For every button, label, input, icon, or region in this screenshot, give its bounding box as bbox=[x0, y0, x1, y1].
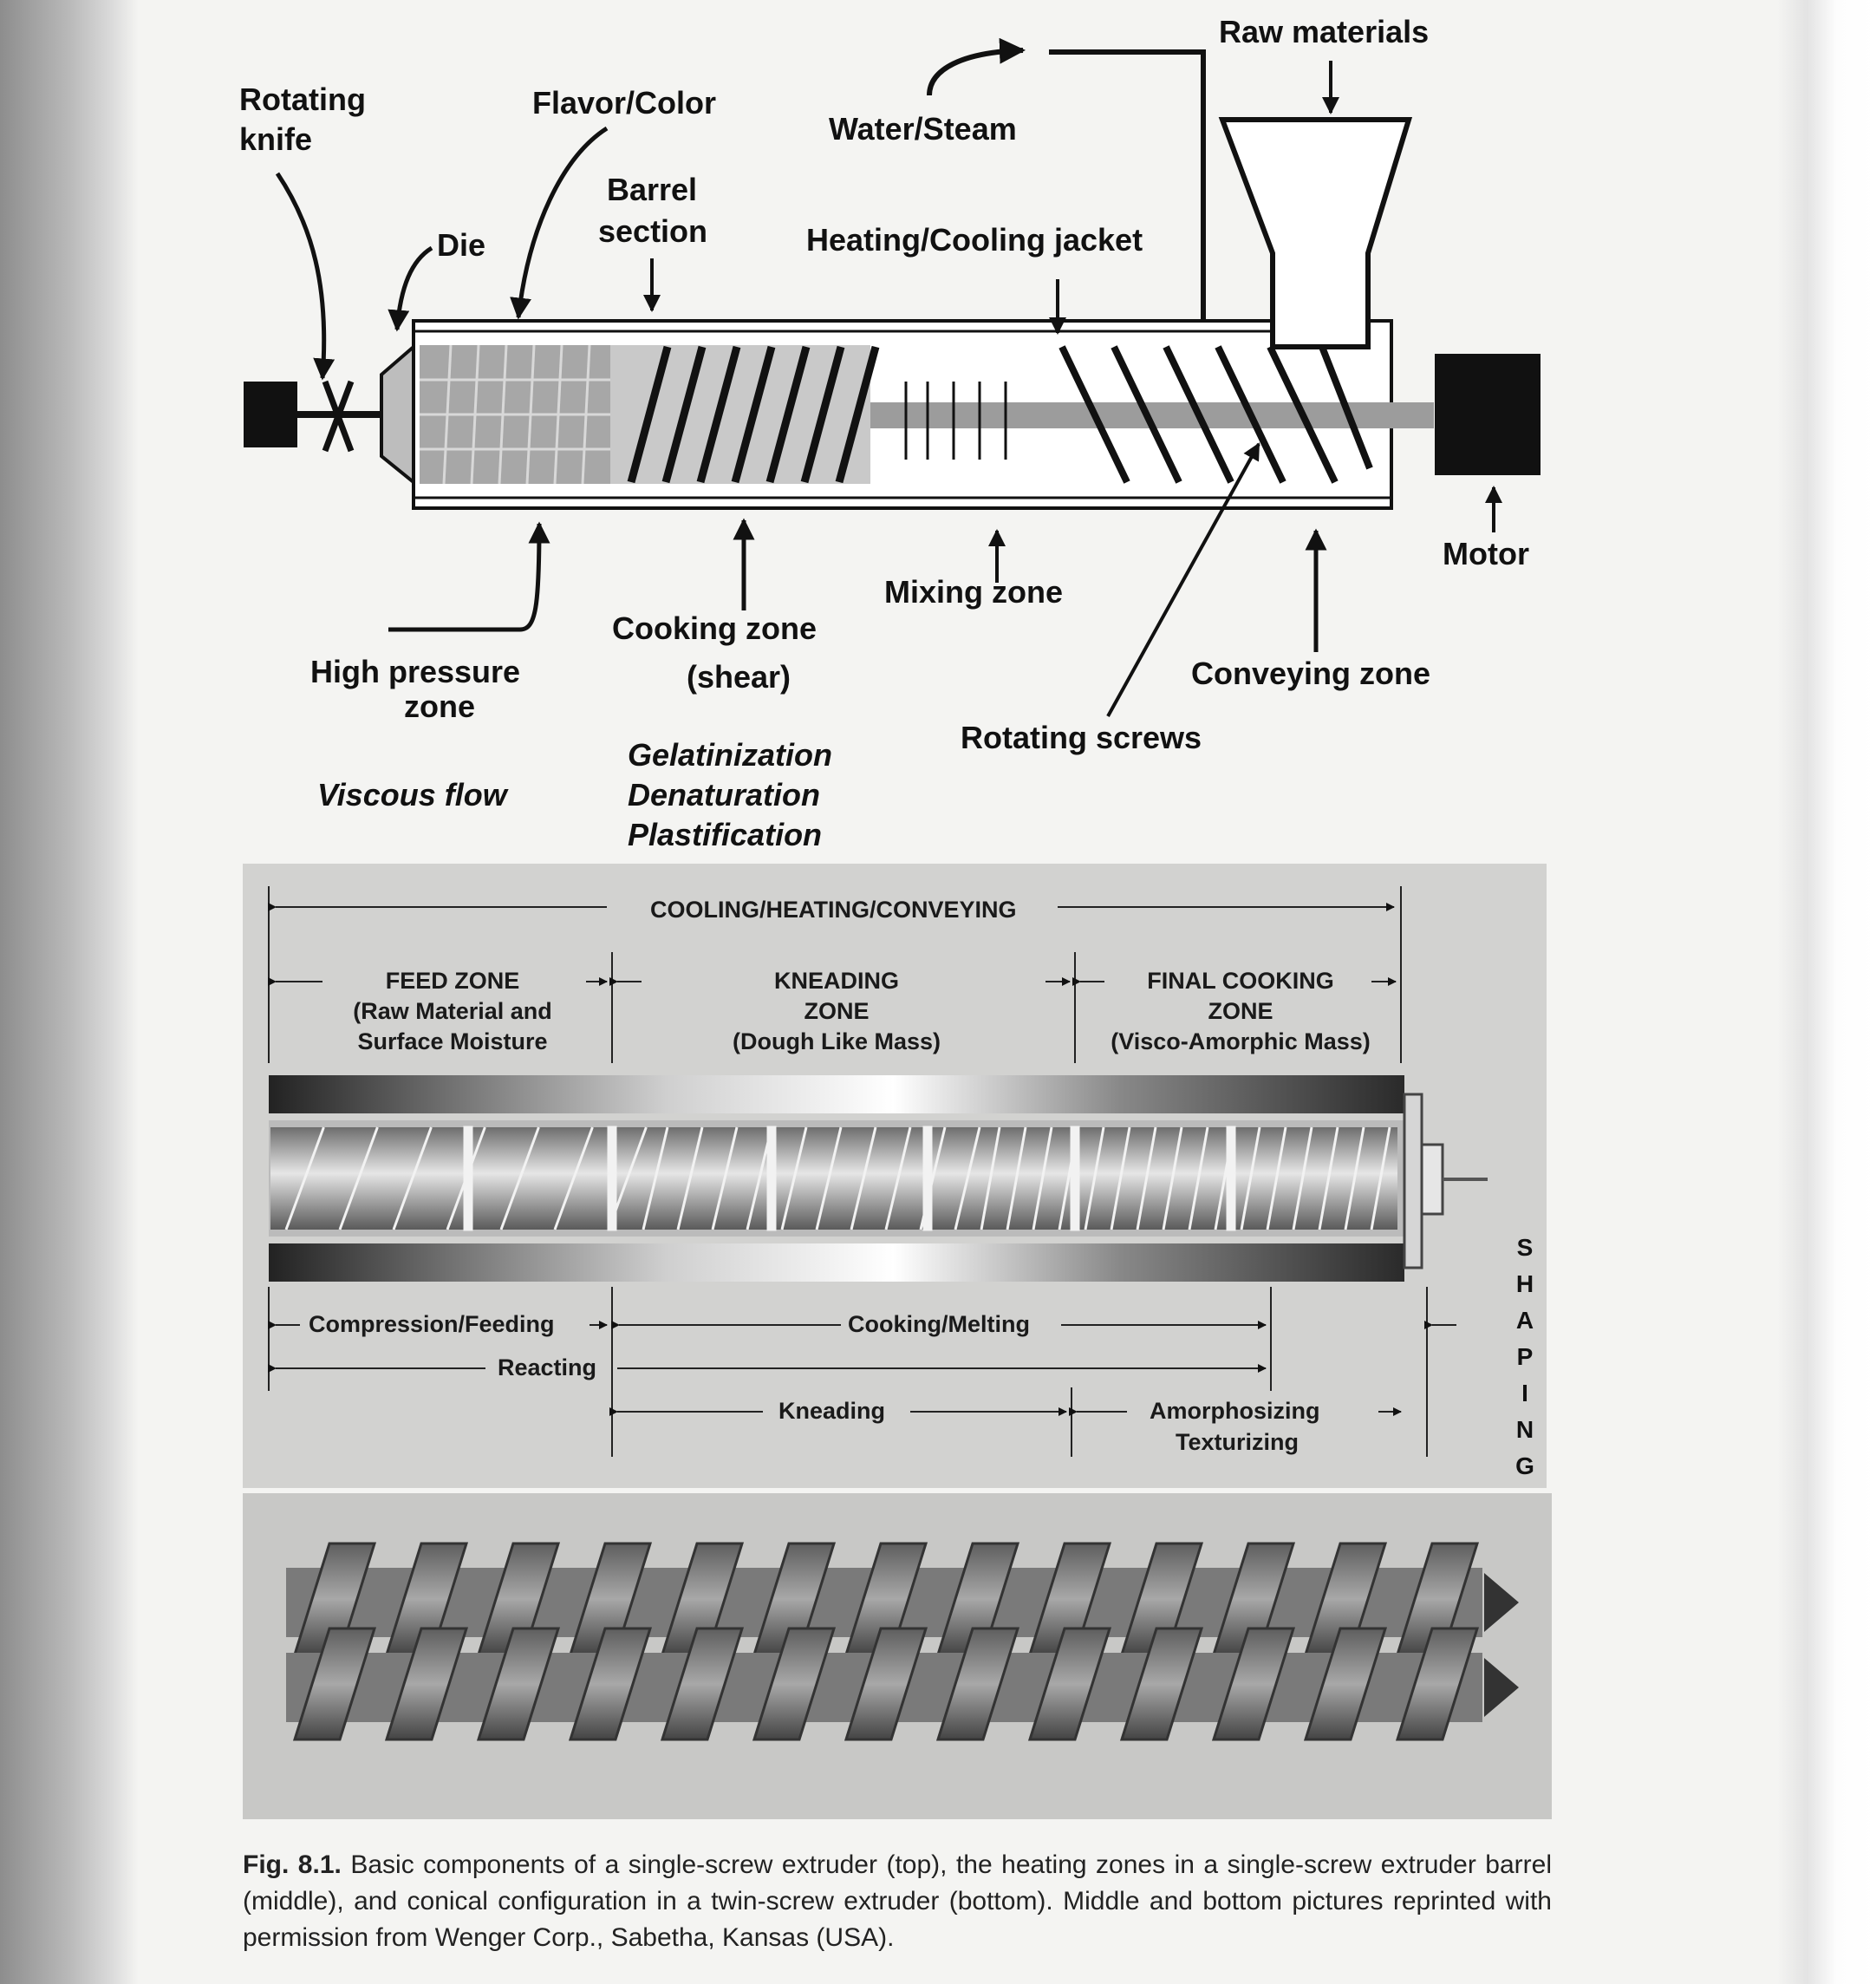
screw-flight bbox=[1318, 1126, 1339, 1230]
screw-flight bbox=[338, 1126, 379, 1230]
twin-screw-lobe bbox=[1027, 1627, 1112, 1741]
label-shear: (shear) bbox=[687, 659, 791, 695]
twin-screw-lobe bbox=[935, 1627, 1020, 1741]
label-heating-cooling-jacket: Heating/Cooling jacket bbox=[806, 222, 1143, 258]
label-texturizing: Texturizing bbox=[1176, 1429, 1300, 1455]
screw-flight bbox=[711, 1126, 739, 1230]
motor-block bbox=[1435, 354, 1541, 475]
twin-screw-lobe bbox=[1303, 1627, 1388, 1741]
kneading-block bbox=[463, 1126, 473, 1231]
screw-flight bbox=[980, 1126, 1001, 1230]
label-viscous-flow: Viscous flow bbox=[317, 777, 507, 813]
die bbox=[380, 343, 415, 486]
label-amorphosizing: Amorphosizing bbox=[1150, 1398, 1320, 1424]
label-conveying-zone: Conveying zone bbox=[1191, 656, 1431, 691]
label-cooking-melting: Cooking/Melting bbox=[848, 1311, 1030, 1337]
label-raw-materials: Raw materials bbox=[1219, 14, 1430, 49]
screw-flight bbox=[1032, 1126, 1053, 1230]
screw-flight bbox=[815, 1126, 843, 1230]
kneading-block bbox=[1070, 1126, 1080, 1231]
figure-caption: Fig. 8.1. Basic components of a single-s… bbox=[243, 1847, 1552, 1956]
twin-screw-tip bbox=[1484, 1658, 1519, 1717]
twin-screw-lobe bbox=[1119, 1627, 1204, 1741]
label-reacting: Reacting bbox=[498, 1354, 597, 1380]
screw-flight bbox=[884, 1126, 912, 1230]
twin-screw-tip bbox=[1484, 1573, 1519, 1632]
mixing-zone-pins bbox=[904, 382, 1007, 460]
screw-flight bbox=[676, 1126, 704, 1230]
feed-zone-label: FEED ZONE (Raw Material and Surface Mois… bbox=[353, 968, 552, 1055]
twin-screw-lobe bbox=[568, 1627, 653, 1741]
label-barrel-section-line1: Barrel bbox=[607, 172, 698, 207]
label-high-pressure-line2: zone bbox=[404, 689, 476, 724]
screw-flight bbox=[780, 1126, 808, 1230]
label-die: Die bbox=[437, 227, 486, 263]
twin-screw-lobe bbox=[476, 1627, 561, 1741]
twin-screw-lobe bbox=[752, 1627, 837, 1741]
twin-screw-lobe bbox=[844, 1627, 928, 1741]
label-denaturation: Denaturation bbox=[628, 777, 821, 813]
cooking-zone-flights bbox=[627, 345, 880, 484]
label-rotating-knife-line2: knife bbox=[239, 121, 313, 157]
screw-flight bbox=[1162, 1126, 1183, 1230]
label-high-pressure-line1: High pressure bbox=[310, 654, 521, 689]
label-compression-feeding: Compression/Feeding bbox=[309, 1311, 555, 1337]
label-rotating-screws: Rotating screws bbox=[961, 720, 1202, 755]
label-flavor-color: Flavor/Color bbox=[532, 85, 717, 121]
label-rotating-knife-line1: Rotating bbox=[239, 82, 366, 117]
kneading-block bbox=[766, 1126, 777, 1231]
screw-flight bbox=[850, 1126, 877, 1230]
kneading-zone-label: KNEADING ZONE (Dough Like Mass) bbox=[732, 968, 941, 1055]
twin-screw-lobe bbox=[660, 1627, 745, 1741]
page-edge bbox=[1777, 0, 1876, 1984]
label-barrel-section-line2: section bbox=[598, 213, 708, 249]
screw-flight bbox=[1084, 1126, 1105, 1230]
label-gelatinization: Gelatinization bbox=[628, 737, 833, 773]
twin-screw-lobe bbox=[1395, 1627, 1480, 1741]
screw-flight bbox=[499, 1126, 540, 1230]
figure-caption-text: Basic components of a single-screw extru… bbox=[243, 1850, 1552, 1952]
heating-zones-diagram bbox=[268, 886, 1488, 1457]
screw-flight bbox=[1370, 1126, 1391, 1230]
screw-flight bbox=[1188, 1126, 1209, 1230]
screw-flight bbox=[392, 1126, 433, 1230]
screw-flight bbox=[1110, 1126, 1131, 1230]
span-cooling-heating-conveying: COOLING/HEATING/CONVEYING bbox=[638, 895, 1029, 926]
label-motor: Motor bbox=[1443, 536, 1529, 571]
page-gutter-shadow bbox=[0, 0, 139, 1984]
screw-flight bbox=[1136, 1126, 1157, 1230]
single-screw-extruder bbox=[244, 37, 1541, 717]
label-cooking-zone: Cooking zone bbox=[612, 610, 817, 646]
screw-flight bbox=[1006, 1126, 1027, 1230]
kneading-block bbox=[1226, 1126, 1236, 1231]
screw-flight bbox=[642, 1126, 669, 1230]
screw-flight bbox=[284, 1126, 325, 1230]
twin-screw-lobe bbox=[1211, 1627, 1296, 1741]
label-water-steam: Water/Steam bbox=[829, 111, 1017, 147]
knife-drive-block bbox=[244, 382, 297, 447]
label-shaping-vertical: S H A P I N G bbox=[1515, 1234, 1534, 1479]
kneading-block bbox=[607, 1126, 617, 1231]
screw-flight bbox=[553, 1126, 594, 1230]
label-mixing-zone: Mixing zone bbox=[884, 574, 1063, 610]
twin-screw-lobe bbox=[384, 1627, 469, 1741]
middle-screw bbox=[270, 1127, 1397, 1230]
conveying-zone-flights bbox=[1059, 345, 1373, 484]
water-steam-pipe bbox=[1049, 49, 1206, 321]
screw-flight bbox=[954, 1126, 981, 1230]
screw-flight bbox=[1292, 1126, 1313, 1230]
screw-flight bbox=[1240, 1126, 1261, 1230]
twin-screw-photo bbox=[286, 1542, 1519, 1741]
figure-label: Fig. 8.1. bbox=[243, 1850, 342, 1879]
label-plastification: Plastification bbox=[628, 817, 823, 852]
twin-screw-lobe bbox=[292, 1627, 377, 1741]
screw-flight bbox=[1266, 1126, 1287, 1230]
hopper bbox=[1218, 117, 1413, 349]
kneading-block bbox=[922, 1126, 933, 1231]
final-cooking-zone-label: FINAL COOKING ZONE (Visco-Amorphic Mass) bbox=[1111, 968, 1371, 1055]
screw-flight bbox=[1344, 1126, 1365, 1230]
label-kneading: Kneading bbox=[778, 1398, 886, 1424]
